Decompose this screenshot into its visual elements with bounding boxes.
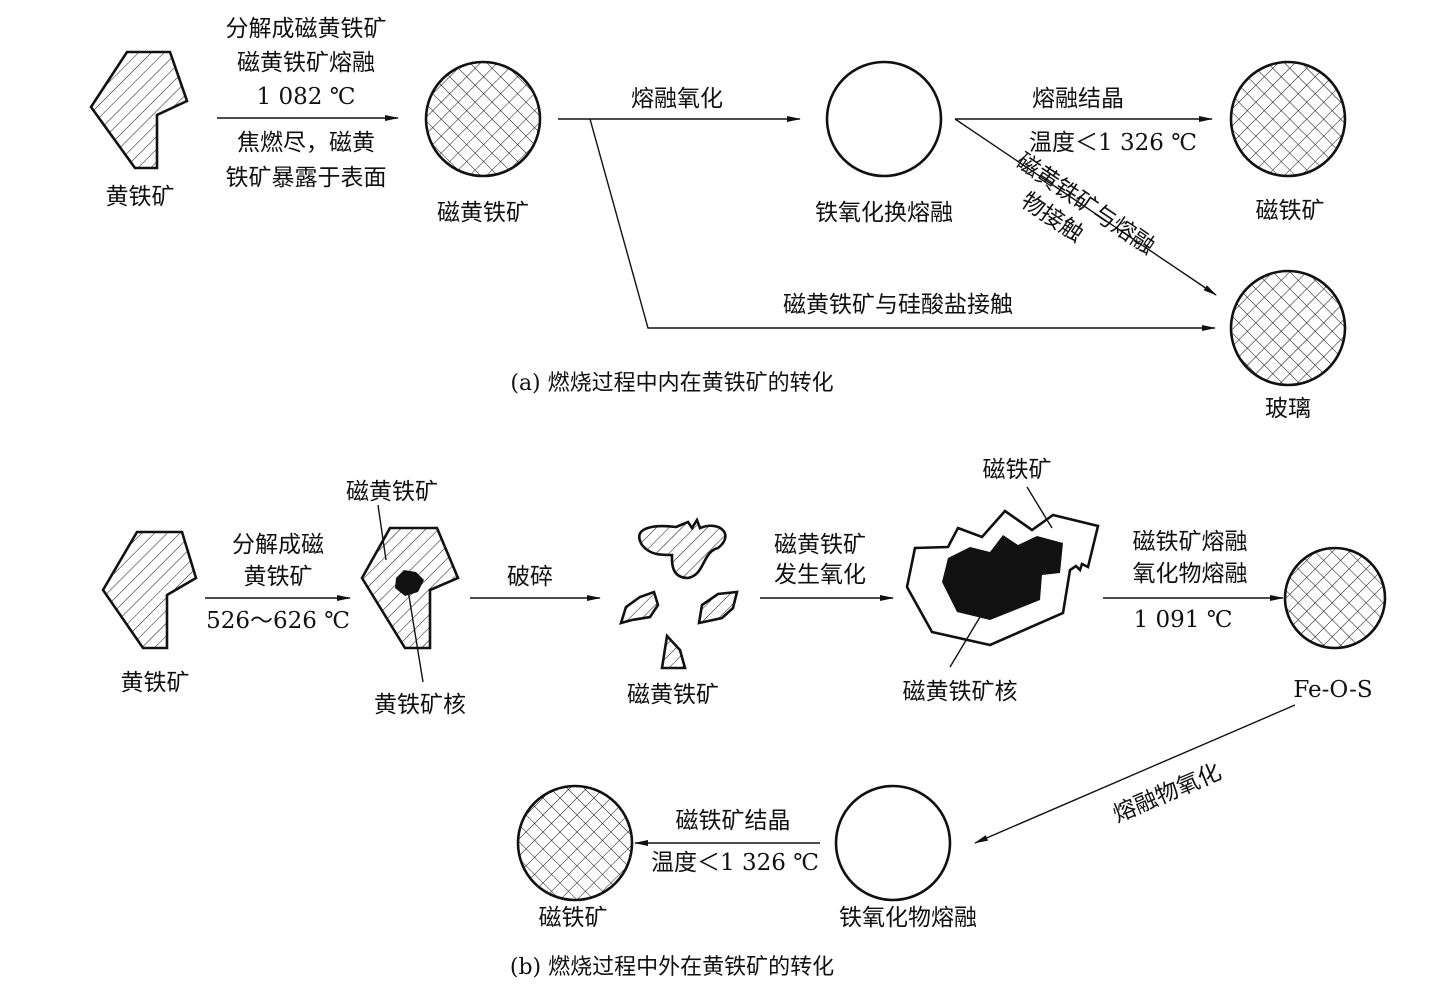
glass-label: 玻璃 — [1265, 396, 1311, 422]
leader-line — [377, 504, 387, 561]
crystal-temp: 温度＜1 326 ℃ — [651, 850, 819, 876]
pyrite-particle — [101, 530, 198, 650]
feos-label: Fe-O-S — [1293, 677, 1372, 703]
leader-line — [407, 589, 424, 683]
leader-line — [949, 616, 981, 668]
pyrite-core — [395, 570, 424, 596]
melt-label: 氧化物熔融 — [1133, 561, 1248, 587]
magnetite-label: 磁铁矿 — [539, 905, 608, 931]
melt-label: 磁铁矿熔融 — [1133, 529, 1248, 555]
pyrite-core-label: 黄铁矿核 — [374, 692, 466, 718]
pyrrhotite-fragment — [697, 590, 739, 625]
oxidation-label: 发生氧化 — [774, 562, 866, 588]
step1-text: 分解成磁黄铁矿 — [226, 16, 387, 42]
step1-text: 分解成磁 — [232, 532, 324, 558]
iron-oxide-melt-label: 铁氧化物熔融 — [839, 905, 977, 931]
iron-oxide-melt-circle — [834, 784, 952, 902]
step1-below-text: 铁矿暴露于表面 — [226, 165, 387, 191]
feos-circle — [1283, 546, 1387, 650]
crush-label: 破碎 — [507, 564, 553, 590]
step1-text: 磁黄铁矿熔融 — [237, 50, 375, 76]
fragments-label: 磁黄铁矿 — [627, 682, 719, 708]
magnetite-circle — [1229, 60, 1347, 178]
arrow-melt-oxidation — [974, 704, 1296, 844]
melt-temp: 1 091 ℃ — [1134, 607, 1233, 633]
pyrrhotite-label: 磁黄铁矿 — [437, 200, 529, 226]
magnetite-label: 磁铁矿 — [1256, 198, 1325, 224]
temperature-label: 温度＜1 326 ℃ — [1029, 130, 1197, 156]
iron-oxide-melt-label: 铁氧化换熔融 — [815, 200, 953, 226]
pyrite-particle — [89, 50, 189, 170]
step1-temp: 526～626 ℃ — [206, 608, 350, 634]
pyrrhotite-label: 磁黄铁矿 — [346, 479, 438, 505]
pyrrhotite-fragment — [638, 517, 727, 580]
pyrite-label: 黄铁矿 — [121, 670, 190, 696]
arrow-silicate-contact — [589, 118, 1216, 331]
oxidation-label: 磁黄铁矿 — [774, 532, 866, 558]
pyrrhotite-fragment — [619, 590, 660, 625]
crystal-label: 磁铁矿结晶 — [676, 808, 791, 834]
step1-temp: 1 082 ℃ — [257, 84, 356, 110]
step1-below-text: 焦燃尽，磁黄 — [237, 130, 375, 156]
melt-oxidation-label: 熔融物氧化 — [1109, 759, 1225, 828]
glass-circle — [1229, 269, 1347, 387]
pyrrhotite-core-label: 磁黄铁矿核 — [903, 679, 1018, 705]
magnetite-label: 磁铁矿 — [983, 457, 1052, 483]
magnetite-circle — [516, 784, 634, 902]
pyrrhotite-circle — [424, 60, 542, 178]
caption-a: (a) 燃烧过程中内在黄铁矿的转化 — [510, 371, 833, 396]
step1-text: 黄铁矿 — [244, 564, 313, 590]
iron-oxide-melt-circle — [825, 60, 943, 178]
pyrrhotite-fragment — [660, 633, 687, 670]
arrow-melt-contact — [954, 118, 1217, 296]
pyrrhotite-core — [942, 535, 1063, 620]
silicate-contact-label: 磁黄铁矿与硅酸盐接触 — [783, 292, 1013, 318]
caption-b: (b) 燃烧过程中外在黄铁矿的转化 — [510, 955, 834, 980]
melt-oxidation-label: 熔融氧化 — [631, 86, 723, 112]
pyrite-label: 黄铁矿 — [106, 184, 175, 210]
melt-crystal-label: 熔融结晶 — [1032, 86, 1124, 112]
leader-line — [1026, 486, 1053, 529]
